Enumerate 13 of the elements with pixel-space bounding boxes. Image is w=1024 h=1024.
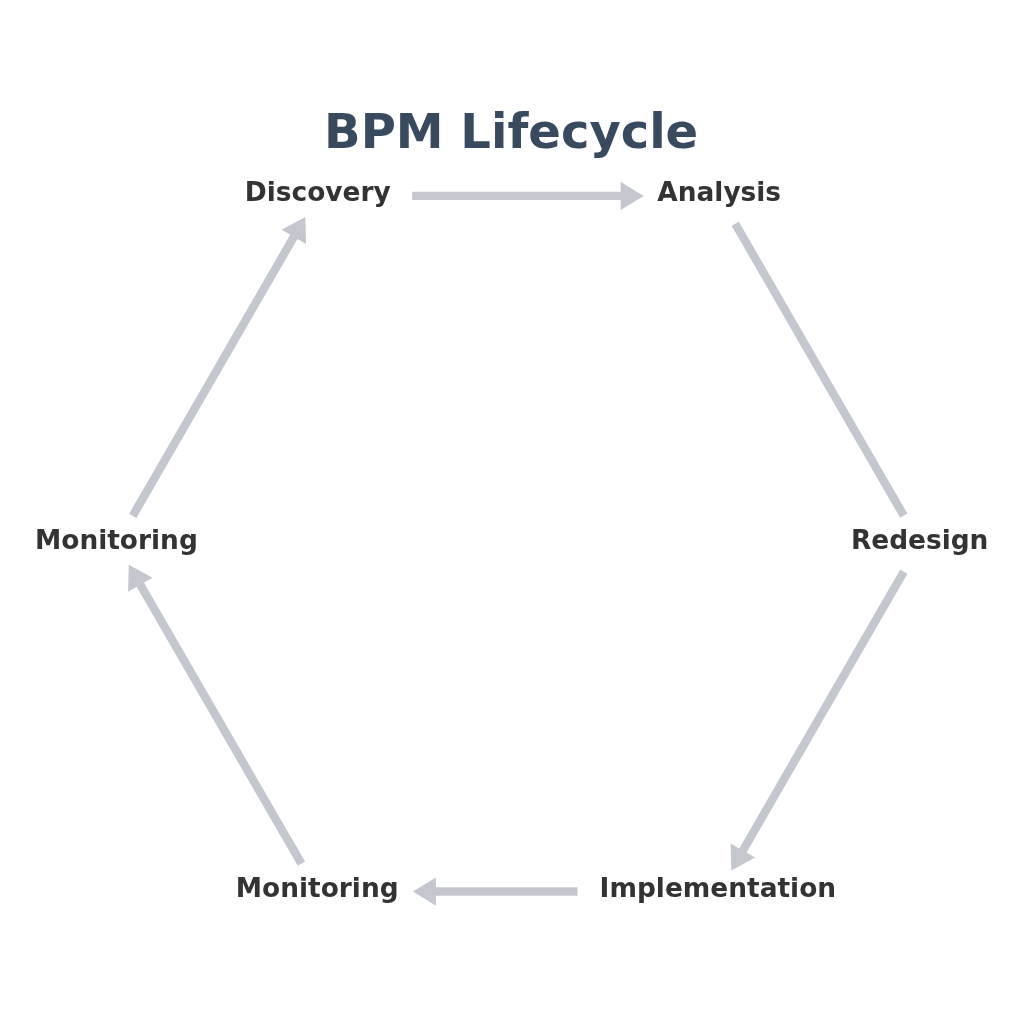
node-text: Implementation: [599, 871, 837, 903]
arrow: [412, 876, 578, 906]
diagram-title: BPM Lifecycle: [324, 102, 699, 159]
node-text: Analysis: [657, 175, 782, 207]
arrow: [129, 216, 307, 518]
arrow: [128, 564, 306, 866]
arrow: [412, 181, 644, 210]
node-text: Monitoring: [235, 871, 399, 903]
node-text: Redesign: [850, 523, 989, 555]
connector: [731, 221, 908, 518]
node-text: Monitoring: [34, 523, 198, 555]
arrow: [730, 569, 908, 871]
node-text: Discovery: [244, 175, 391, 207]
